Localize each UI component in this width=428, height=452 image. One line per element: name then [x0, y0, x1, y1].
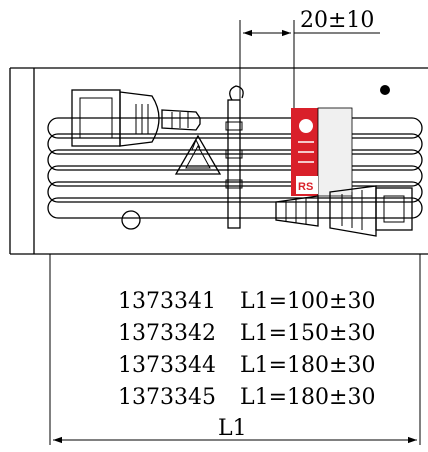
part-length: L1=100±30 — [240, 289, 375, 314]
cable-coil — [47, 117, 423, 230]
part-length: L1=180±30 — [240, 385, 375, 410]
part-length: L1=180±30 — [240, 353, 375, 378]
part-code: 1373345 — [118, 385, 216, 410]
part-table: 1373341 L1=100±30 1373342 L1=150±30 1373… — [118, 289, 375, 410]
display-box — [9, 67, 428, 445]
part-code: 1373344 — [118, 353, 216, 378]
dimension-bottom-label: L1 — [218, 416, 247, 441]
cable-tie-icon — [225, 85, 244, 229]
recycle-triangle-icon — [174, 134, 222, 175]
top-dimension: 20±10 — [239, 8, 380, 228]
plug-c14-icon — [275, 185, 413, 237]
bottom-dimension: L1 — [53, 416, 417, 444]
plug-c13-icon — [71, 89, 201, 147]
part-code: 1373342 — [118, 321, 216, 346]
hang-hole-icon — [380, 85, 390, 95]
part-length: L1=150±30 — [240, 321, 375, 346]
rs-label-icon: RS — [291, 107, 353, 197]
part-code: 1373341 — [118, 289, 216, 314]
dimension-top-label: 20±10 — [300, 8, 374, 33]
rs-tag-text: RS — [298, 181, 313, 193]
ring-icon — [121, 210, 141, 230]
